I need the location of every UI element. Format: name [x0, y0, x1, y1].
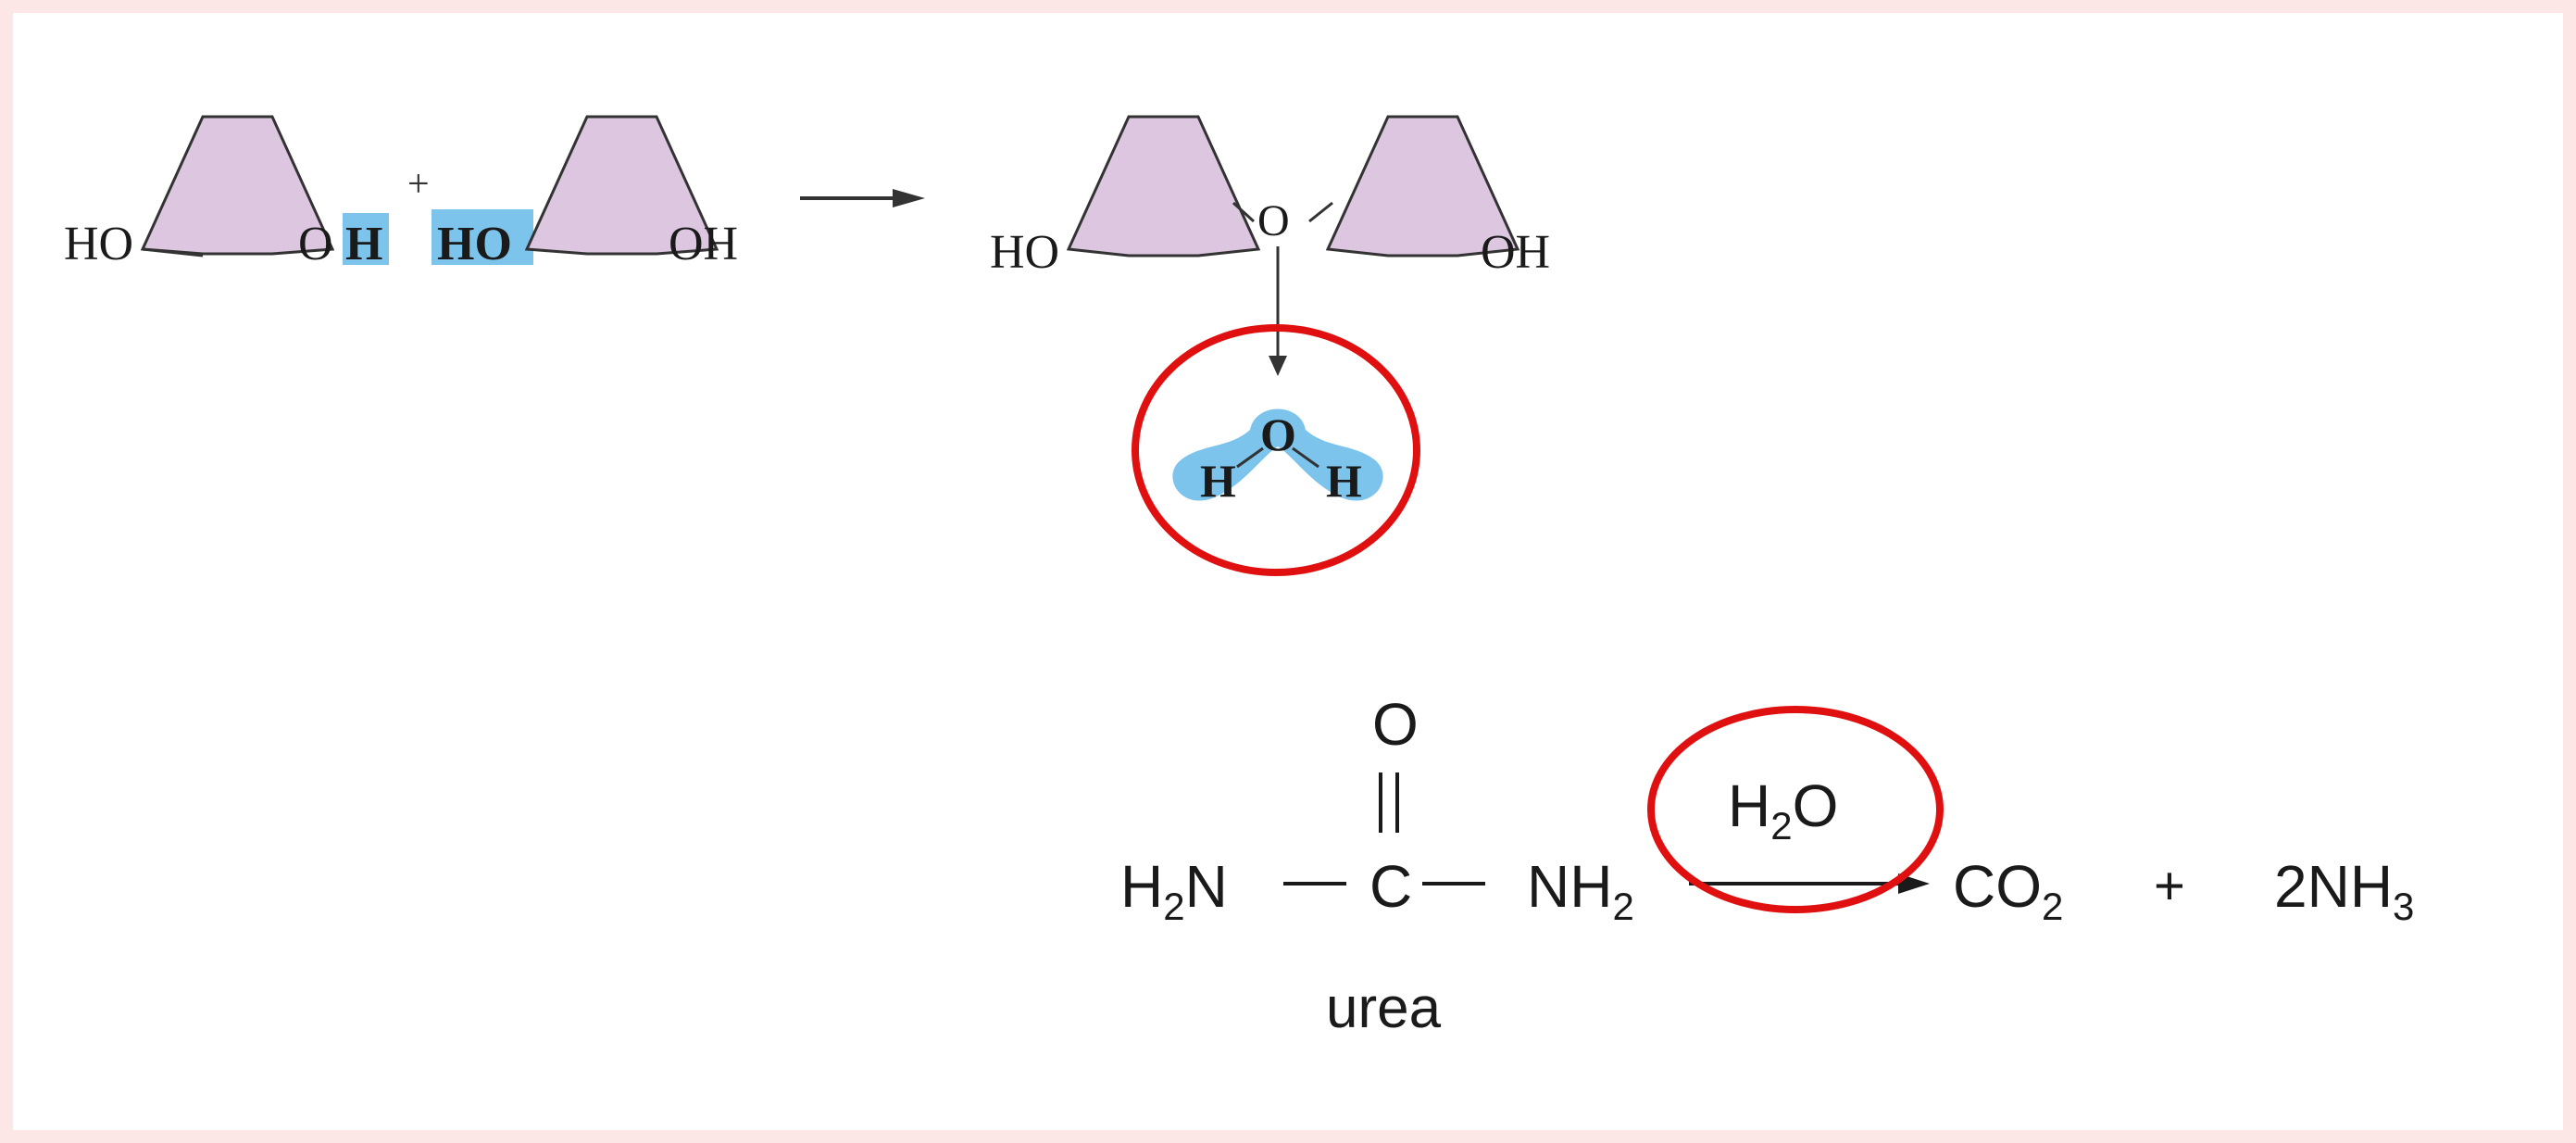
mono2-ho-label: HO: [437, 218, 512, 270]
monomer-2: HO OH: [437, 115, 738, 270]
highlight-h: [343, 213, 389, 265]
water-release-arrow: [1269, 246, 1287, 376]
reaction-diagram: HO O H + HO OH HO O OH H O H: [64, 115, 2414, 1040]
product-ho-label: HO: [990, 226, 1059, 279]
water-h-left: H: [1200, 455, 1236, 507]
urea-nh2-group: NH2: [1527, 853, 1634, 928]
mono1-ho-label: HO: [64, 218, 133, 270]
water-molecule: H O H: [1172, 408, 1383, 507]
disaccharide-product: HO O OH: [990, 115, 1550, 279]
mono1-o-label: O: [298, 218, 333, 270]
sugar-ring-2: [524, 115, 719, 256]
monomer-1: HO O H: [64, 115, 382, 270]
mono1-h-label: H: [345, 218, 382, 270]
diagram-panel: HO O H + HO OH HO O OH H O H: [13, 13, 2563, 1130]
urea-carbonyl-o: O: [1372, 691, 1419, 758]
reagent-h2o: H2O: [1728, 772, 1838, 848]
reaction1-arrow: [800, 189, 925, 207]
water-h-right: H: [1326, 455, 1362, 507]
sugar-ring-1: [140, 115, 335, 256]
sugar-ring-4: [1325, 115, 1520, 257]
reaction2-plus: +: [2154, 856, 2185, 916]
reaction1-plus: +: [407, 163, 430, 206]
bridge-o-label: O: [1257, 196, 1290, 245]
urea-molecule: O H2N C NH2: [1120, 691, 1634, 928]
product-co2: CO2: [1953, 853, 2063, 928]
water-circle-annotation: [1132, 324, 1420, 576]
reagent-circle-annotation: [1647, 706, 1944, 913]
mono2-oh-label: OH: [669, 218, 738, 270]
highlight-ho: [431, 209, 533, 265]
urea-h2n-group: H2N: [1120, 853, 1228, 928]
urea-label: urea: [1326, 976, 1442, 1040]
product-nh3: 2NH3: [2274, 853, 2414, 928]
product-oh-label: OH: [1481, 226, 1550, 279]
water-highlight: [1172, 408, 1383, 501]
urea-carbon: C: [1369, 853, 1412, 920]
water-o: O: [1260, 408, 1296, 460]
sugar-ring-3: [1066, 115, 1261, 257]
